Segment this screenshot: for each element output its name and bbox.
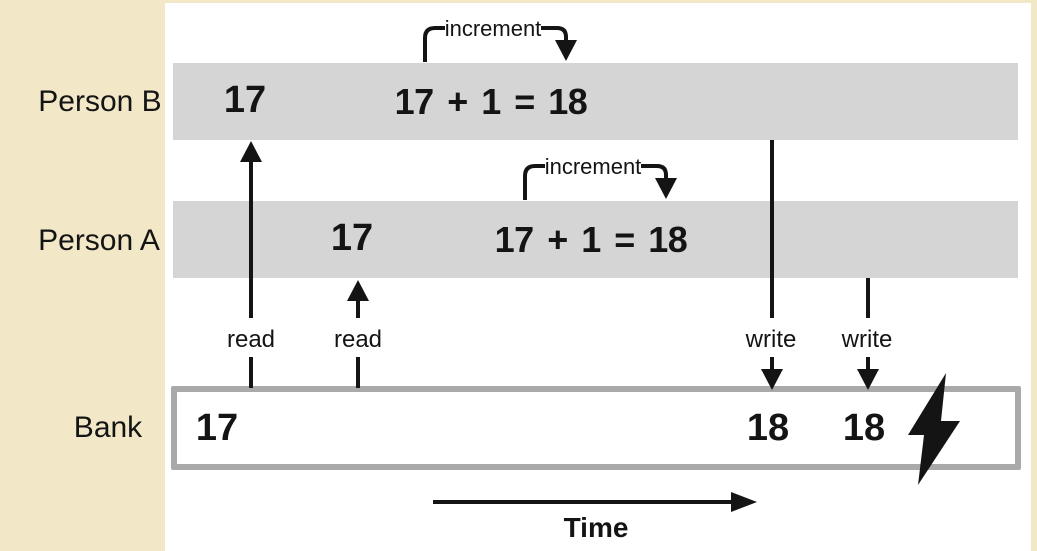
increment-label-a: increment: [544, 154, 642, 179]
person-a-expression: 17 + 1 = 18: [494, 219, 688, 260]
read-arrowhead-a-icon: [347, 280, 369, 301]
person-a-lane: [173, 201, 1018, 278]
read-arrow-a-line: [356, 298, 360, 318]
write-arrow-a-stub: [866, 357, 870, 371]
bank-box: [171, 386, 1021, 470]
increment-bracket-a-icon: [523, 164, 677, 200]
write-arrowhead-a-icon: [857, 369, 879, 390]
time-axis-arrowhead-icon: [731, 492, 757, 512]
bank-initial-value: 17: [195, 407, 239, 449]
time-axis-line: [433, 500, 733, 504]
increment-bracket-b-icon: [423, 26, 577, 62]
bank-label: Bank: [73, 411, 143, 444]
read-arrow-b-stub: [249, 357, 253, 388]
read-arrowhead-b-icon: [240, 141, 262, 162]
write-arrow-b-line: [770, 140, 774, 318]
person-b-read-value: 17: [223, 79, 267, 121]
time-axis-label: Time: [563, 512, 629, 543]
read-label-a: read: [333, 326, 383, 353]
person-b-expression: 17 + 1 = 18: [394, 81, 588, 122]
write-label-b: write: [745, 326, 797, 353]
read-arrow-b-line: [249, 159, 253, 318]
person-a-read-value: 17: [330, 217, 374, 259]
write-arrow-a-line: [866, 278, 870, 318]
lightning-bolt-icon: [908, 373, 960, 485]
read-arrow-a-stub: [356, 357, 360, 388]
write-arrow-b-stub: [770, 357, 774, 371]
read-label-b: read: [226, 326, 276, 353]
write-arrowhead-b-icon: [761, 369, 783, 390]
bank-write-b-value: 18: [746, 407, 790, 449]
person-b-label: Person B: [38, 85, 162, 118]
write-label-a: write: [841, 326, 893, 353]
increment-label-b: increment: [444, 16, 542, 41]
person-b-lane: [173, 63, 1018, 140]
bank-write-a-value: 18: [842, 407, 886, 449]
person-a-label: Person A: [38, 224, 160, 257]
